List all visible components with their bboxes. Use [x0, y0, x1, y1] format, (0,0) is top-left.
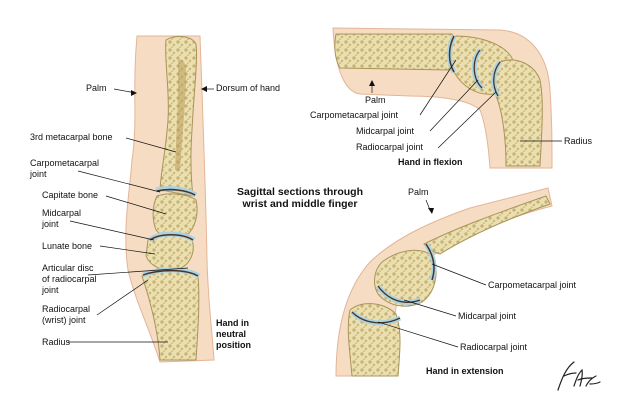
leader-neutral-radiocarpal [96, 279, 149, 316]
extension-carpal-bones [374, 249, 437, 307]
neutral-cmc-joint-line [156, 188, 196, 196]
leader-extension-cmc [431, 263, 487, 286]
flexion-metacarpal-bone [334, 33, 456, 71]
leader-extension-radiocarpal [377, 321, 459, 348]
leader-flexion-cmc [419, 59, 457, 116]
label-extension-palm: Palm [408, 187, 429, 197]
label-flexion-palm: Palm [365, 95, 386, 105]
neutral-figure [125, 35, 215, 363]
label-disc-line2: of radiocarpal [42, 274, 97, 284]
label-neutral-cmc-line2: joint [30, 169, 47, 179]
extension-radiocarpal-joint-line [351, 311, 401, 324]
leader-capitate [105, 195, 167, 215]
extension-midcarpal-joint-line [377, 285, 421, 303]
signature-stroke [557, 361, 601, 391]
label-extension-midcarpal: Midcarpal joint [458, 311, 517, 321]
label-flexion-midcarpal: Midcarpal joint [356, 126, 415, 136]
flexion-cmc-joint-line [448, 35, 455, 73]
label-neutral-radiocarpal: Radiocarpal (wrist) joint [42, 304, 90, 326]
leader-flexion-radiocarpal [437, 91, 497, 149]
artist-signature [557, 361, 601, 391]
flexion-radiocarpal-joint-line [493, 61, 501, 97]
leader-neutral-cmc [77, 170, 161, 193]
leader-extension-midcarpal [403, 299, 457, 317]
caption-neutral: Hand in neutral position [216, 318, 251, 351]
leader-lunate [99, 245, 156, 255]
caption-neutral-line3: position [216, 340, 251, 350]
figure-title: Sagittal sections through wrist and midd… [232, 186, 368, 210]
leader-metacarpal [125, 137, 177, 153]
label-neutral-cmc-line1: Carpometacarpal [30, 158, 100, 168]
figure-title-line1: Sagittal sections through [236, 186, 363, 198]
extension-metacarpal-bone [423, 195, 551, 255]
neutral-marrow [175, 59, 187, 171]
neutral-midcarpal-joint-line [149, 234, 194, 241]
label-extension-radiocarpal: Radiocarpal joint [460, 342, 528, 352]
label-neutral-midcarpal-line2: joint [42, 219, 59, 229]
label-neutral-midcarpal: Midcarpal joint [42, 208, 81, 230]
arrow-flexion-palm [369, 80, 375, 86]
caption-neutral-line2: neutral [216, 329, 247, 339]
neutral-capitate-bone [152, 193, 198, 239]
label-neutral-radius: Radius [42, 337, 71, 347]
arrow-neutral-dorsum [201, 86, 207, 92]
label-neutral-midcarpal-line1: Midcarpal [42, 208, 82, 218]
neutral-radiocarpal-joint-line [142, 269, 199, 277]
label-disc: Articular disc of radiocarpal joint [42, 263, 97, 296]
leader-flexion-midcarpal [429, 79, 479, 132]
label-neutral-radiocarpal-line1: Radiocarpal [42, 304, 91, 314]
leader-disc [87, 267, 189, 276]
arrow-extension-palm [428, 208, 434, 214]
leader-lines [68, 59, 562, 348]
label-extension-cmc: Carpometacarpal joint [488, 280, 577, 290]
caption-flexion: Hand in flexion [398, 157, 463, 167]
flexion-midcarpal-joint-line [473, 49, 483, 89]
label-flexion-radiocarpal: Radiocarpal joint [356, 142, 424, 152]
extension-figure [335, 187, 553, 377]
label-capitate: Capitate bone [42, 190, 99, 200]
label-lunate: Lunate bone [42, 241, 93, 251]
figure-title-line2: wrist and middle finger [242, 198, 358, 210]
caption-neutral-line1: Hand in [216, 318, 249, 328]
arrow-neutral-palm [131, 90, 137, 96]
label-metacarpal: 3rd metacarpal bone [30, 132, 113, 142]
extension-cmc-joint-line [425, 243, 435, 281]
label-flexion-radius: Radius [564, 136, 593, 146]
caption-extension: Hand in extension [426, 366, 504, 376]
flexion-figure [332, 27, 553, 169]
label-neutral-cmc: Carpometacarpal joint [30, 158, 99, 180]
leader-neutral-midcarpal [69, 220, 155, 241]
label-flexion-cmc: Carpometacarpal joint [310, 110, 399, 120]
label-neutral-radiocarpal-line2: (wrist) joint [42, 315, 86, 325]
label-neutral-palm: Palm [86, 83, 107, 93]
label-neutral-dorsum: Dorsum of hand [216, 83, 281, 93]
label-disc-line1: Articular disc [42, 263, 94, 273]
label-disc-line3: joint [42, 285, 59, 295]
